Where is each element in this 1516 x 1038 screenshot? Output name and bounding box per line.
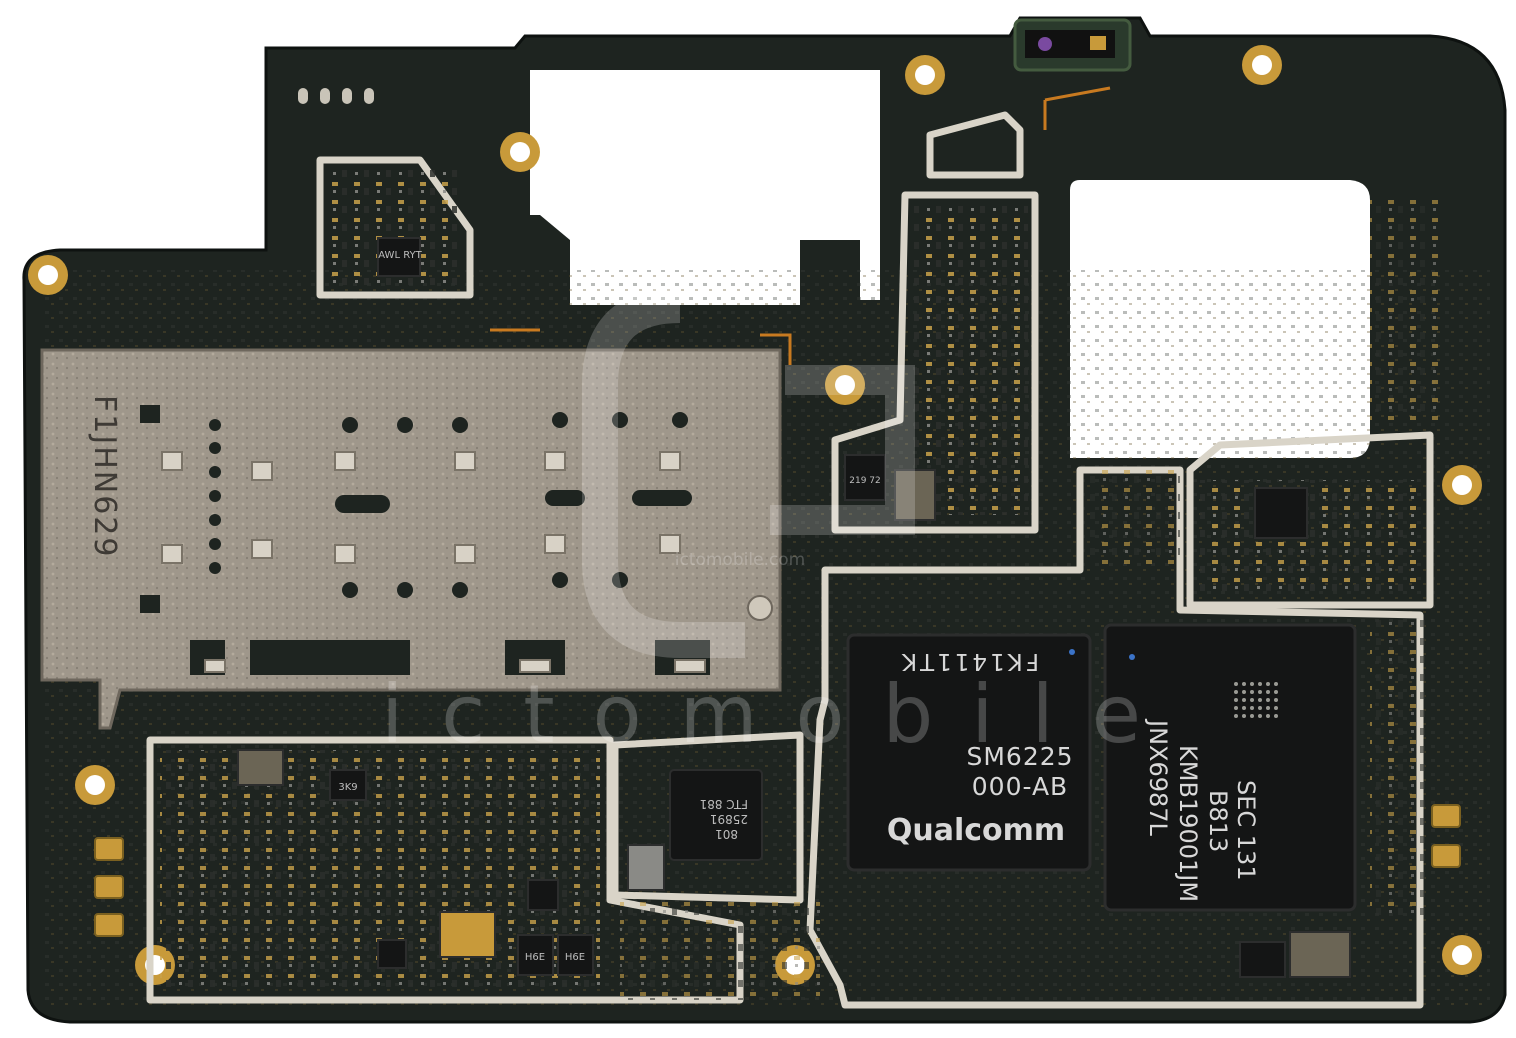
memory-line1: SEC 131 xyxy=(1232,780,1260,881)
soc-line3: 000-AB xyxy=(972,772,1068,801)
pmic-line3: FTC 881 xyxy=(700,797,748,811)
watermark-big: ictomobile xyxy=(381,668,1179,761)
silkscreen-marks xyxy=(490,86,1111,365)
small-chip-a-label: AWL RYT xyxy=(378,250,422,261)
watermark: ictomobile.com ictomobile xyxy=(381,287,1179,761)
memory-line3: KMB19001JM xyxy=(1174,745,1202,902)
small-chip-e-label: 219 72 xyxy=(849,476,881,486)
sim-card-tray: F1JHN629 xyxy=(40,348,782,730)
pmic-line2: 25891 xyxy=(710,812,748,826)
small-chip-c-label: H6E xyxy=(525,952,545,963)
soc-model: SM6225 xyxy=(966,742,1073,771)
pmic-chip: 801 25891 FTC 881 xyxy=(669,769,763,861)
memory-line2: B813 xyxy=(1204,790,1232,852)
small-chip-d-label: H6E xyxy=(565,952,585,963)
soc-brand: Qualcomm xyxy=(887,813,1065,848)
side-contacts xyxy=(94,804,1461,937)
small-chip-b-label: 3K9 xyxy=(338,782,357,793)
soc-line1: FK1411TK xyxy=(899,648,1039,674)
top-sensor-module xyxy=(1013,18,1132,72)
secondary-chips xyxy=(237,237,1351,978)
memory-chip: SEC 131 B813 KMB19001JM JNX6987L xyxy=(1103,623,1357,912)
soc-chip: FK1411TK SM6225 000-AB Qualcomm xyxy=(846,633,1092,872)
watermark-site: ictomobile.com xyxy=(675,550,806,570)
cutout-top-center xyxy=(530,70,880,305)
memory-line4: JNX6987L xyxy=(1144,718,1172,837)
sim-tray-code: F1JHN629 xyxy=(87,395,122,558)
pmic-line1: 801 xyxy=(715,827,738,841)
test-pads xyxy=(298,88,374,104)
